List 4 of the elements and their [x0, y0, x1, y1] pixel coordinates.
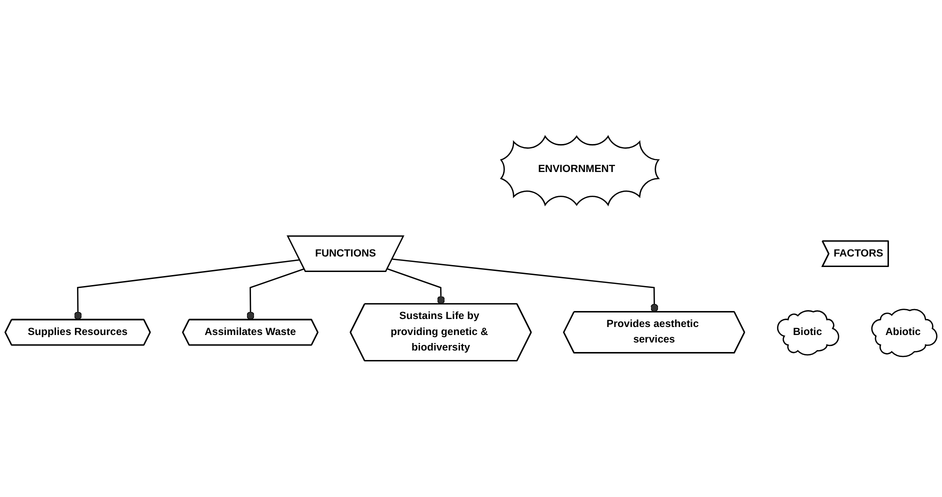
connector	[392, 258, 658, 312]
connector	[246, 268, 304, 320]
connector	[387, 268, 445, 304]
connector	[74, 259, 300, 320]
